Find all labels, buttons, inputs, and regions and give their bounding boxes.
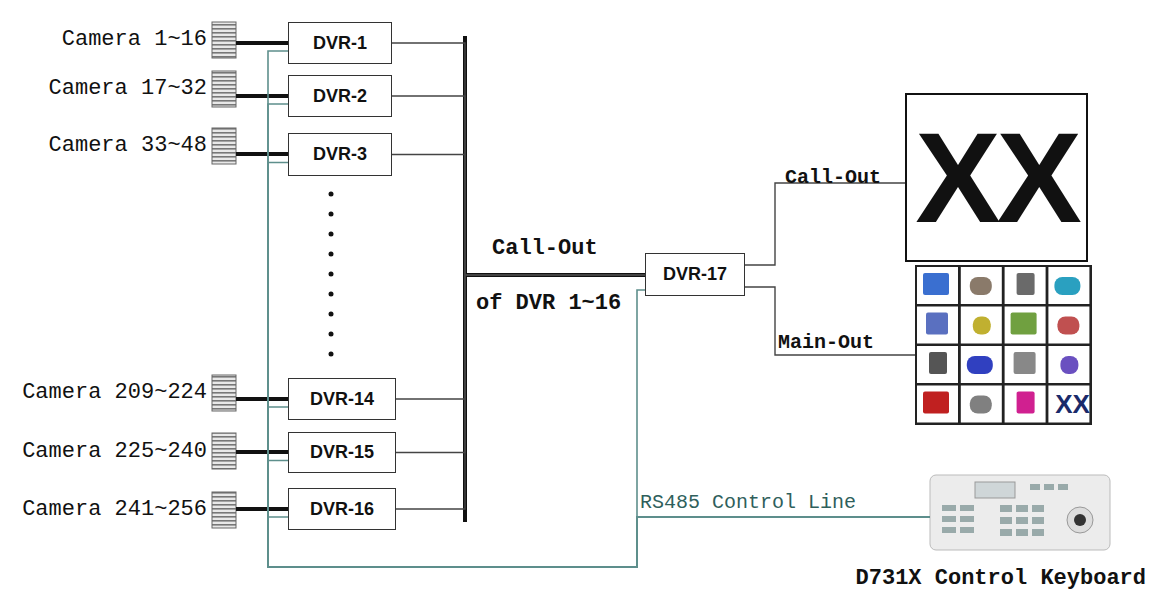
monitor-cell — [917, 307, 958, 344]
camera-label: Camera 1~16 — [62, 27, 207, 52]
monitor-grid: XX — [915, 265, 1092, 425]
box-label: DVR-15 — [310, 442, 374, 463]
monitor-cell — [1048, 307, 1089, 344]
camera-image — [929, 352, 947, 374]
camera-label: Camera 17~32 — [49, 76, 207, 101]
box-label: DVR-17 — [663, 264, 727, 285]
control-keyboard: D731X Control Keyboard — [930, 475, 1110, 550]
video-line — [392, 96, 645, 275]
control-line — [268, 104, 930, 567]
monitor-cell — [1005, 307, 1046, 344]
dvr-box: DVR-3 — [288, 133, 392, 176]
video-line — [396, 275, 645, 509]
camera-wire — [236, 43, 288, 509]
camera-image — [1054, 277, 1080, 295]
monitor-cell — [1048, 267, 1089, 304]
monitor-cell — [1005, 386, 1046, 423]
monitor-cell — [1005, 346, 1046, 383]
monitor-cell — [961, 307, 1002, 344]
camera-image — [923, 392, 949, 414]
dvr-box: DVR-17 — [645, 253, 745, 296]
keyboard-picture — [930, 475, 1110, 550]
monitor-cell — [961, 346, 1002, 383]
monitor-cell — [1048, 346, 1089, 383]
control-line — [637, 290, 930, 517]
signal-label: Call-Out — [785, 166, 881, 189]
control-line — [268, 51, 930, 567]
camera-label: Camera 241~256 — [22, 497, 207, 522]
dvr-box: DVR-15 — [288, 432, 396, 473]
camera-label: Camera 225~240 — [22, 439, 207, 464]
channel-text: XX — [1052, 389, 1093, 419]
monitor-grid — [915, 265, 1092, 425]
signal-label: RS485 Control Line — [640, 491, 856, 514]
box-label: DVR-1 — [313, 33, 367, 54]
signal-label: of DVR 1~16 — [476, 291, 621, 316]
signal-label: Call-Out — [492, 236, 598, 261]
monitor-cell — [917, 346, 958, 383]
camera-image — [1014, 352, 1036, 374]
camera-image — [973, 317, 991, 335]
device-caption: D731X Control Keyboard — [856, 566, 1146, 591]
camera-image — [970, 277, 992, 295]
camera-image — [970, 396, 992, 414]
monitor-cell — [961, 386, 1002, 423]
video-line — [392, 43, 645, 275]
dvr-box: DVR-16 — [288, 488, 396, 530]
camera-image — [926, 313, 948, 335]
channel-text: XX — [915, 114, 1078, 242]
control-line — [268, 407, 930, 567]
monitor-cell — [1005, 267, 1046, 304]
camera-image — [1011, 313, 1037, 335]
video-line — [745, 183, 905, 265]
box-label: DVR-16 — [310, 499, 374, 520]
camera-image — [1017, 392, 1035, 414]
box-label: DVR-3 — [313, 144, 367, 165]
monitor-cell — [917, 386, 958, 423]
video-line — [396, 275, 645, 453]
camera-label: Camera 209~224 — [22, 380, 207, 405]
video-line — [392, 155, 645, 276]
control-line — [268, 461, 930, 568]
camera-image — [923, 273, 949, 295]
camera-image — [1017, 273, 1035, 295]
monitor-cell — [961, 267, 1002, 304]
camera-image — [1057, 317, 1079, 335]
monitor-cell — [917, 267, 958, 304]
bus-bar — [465, 36, 645, 522]
video-line — [745, 287, 915, 355]
signal-label: Main-Out — [778, 331, 874, 354]
box-label: DVR-2 — [313, 86, 367, 107]
camera-image — [1060, 356, 1078, 374]
dvr-box: DVR-2 — [288, 75, 392, 117]
camera-image — [967, 356, 993, 374]
control-line — [268, 163, 930, 568]
video-line — [396, 275, 645, 399]
camera-bank — [212, 22, 236, 528]
dvr-box: DVR-14 — [288, 378, 396, 420]
box-label: DVR-14 — [310, 389, 374, 410]
camera-label: Camera 33~48 — [49, 133, 207, 158]
dvr-box: DVR-1 — [288, 22, 392, 64]
ellipsis-dots — [329, 192, 334, 357]
monitor-box: XX — [905, 93, 1088, 262]
